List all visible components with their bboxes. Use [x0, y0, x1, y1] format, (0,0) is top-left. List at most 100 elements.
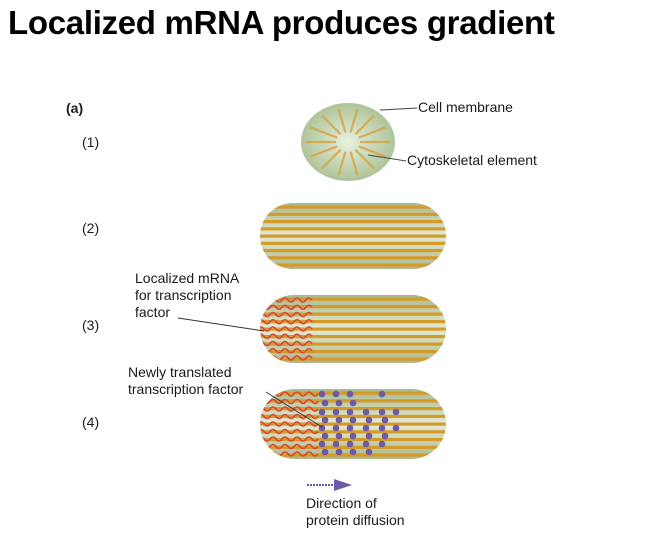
- elongated-cell-stage-2: [260, 203, 446, 269]
- protein-dot: [346, 424, 354, 432]
- cytoskeleton-spoke: [354, 114, 375, 135]
- cytoskeleton-fiber: [260, 438, 446, 442]
- protein-dot: [332, 440, 340, 448]
- mrna-strand: [260, 398, 319, 405]
- protein-dot: [321, 416, 329, 424]
- cytoskeleton-fiber: [260, 256, 446, 260]
- protein-dot: [335, 399, 343, 407]
- protein-dot: [392, 408, 400, 416]
- protein-dot: [332, 408, 340, 416]
- panel-label: (a): [66, 100, 84, 116]
- protein-dot: [318, 390, 326, 398]
- protein-dot: [335, 448, 343, 456]
- cytoskeleton-fiber: [260, 220, 446, 224]
- localized-mrna-label-line3: factor: [135, 304, 171, 320]
- cytoskeleton-spoke: [349, 108, 359, 133]
- mrna-strand: [260, 311, 313, 318]
- stage-3-label: (3): [82, 317, 100, 333]
- cytoskeleton-spoke: [358, 126, 387, 139]
- diffusion-label-line2: protein diffusion: [306, 512, 405, 528]
- cytoskeleton-spoke: [321, 149, 342, 170]
- protein-dot: [349, 399, 357, 407]
- protein-dot: [381, 416, 389, 424]
- transcription-factor-proteins: [318, 390, 400, 456]
- cytoskeleton-fiber: [260, 241, 446, 245]
- elongated-cell-stage-3: [260, 295, 446, 363]
- cytoskeleton-fiber: [260, 357, 446, 361]
- diffusion-arrow-icon: [307, 479, 352, 491]
- protein-dot: [318, 408, 326, 416]
- cell-membrane-leader: [379, 107, 418, 111]
- cytoskeletal-element-label: Cytoskeletal element: [407, 152, 537, 168]
- mrna-strand: [260, 421, 319, 427]
- cytoskeleton-fiber: [260, 407, 446, 411]
- protein-dot: [349, 448, 357, 456]
- cytoskeleton-fiber: [260, 312, 446, 316]
- protein-dot: [378, 408, 386, 416]
- mrna-strand: [260, 428, 319, 435]
- cytoskeletal-leader: [367, 154, 407, 162]
- cytoskeleton-spoke: [337, 151, 347, 176]
- mrna-strand: [260, 333, 313, 340]
- protein-dot: [381, 432, 389, 440]
- cytoskeleton-fiber: [260, 327, 446, 331]
- cytoskeleton-spoke: [337, 108, 347, 133]
- mrna-strand: [260, 304, 313, 311]
- cytoskeleton-fiber: [260, 320, 446, 324]
- protein-dot: [346, 440, 354, 448]
- new-tf-label-line1: Newly translated: [128, 364, 232, 380]
- stage-4-label: (4): [82, 414, 100, 430]
- cytoskeleton-fiber: [260, 212, 446, 216]
- protein-dot: [378, 424, 386, 432]
- new-tf-label-line2: transcription factor: [128, 381, 244, 397]
- protein-dot: [321, 448, 329, 456]
- cytoskeleton-spoke: [321, 114, 342, 135]
- protein-dot: [321, 399, 329, 407]
- mrna-strand: [260, 340, 313, 347]
- cytoskeleton-spoke: [358, 145, 387, 158]
- protein-dot: [365, 448, 373, 456]
- localized-mrna-leader: [177, 317, 265, 332]
- cytoskeleton-fiber: [260, 342, 446, 346]
- localized-mrna-label-line2: for transcription: [135, 287, 232, 303]
- cytoskeleton-fiber: [260, 430, 446, 434]
- protein-dot: [365, 416, 373, 424]
- cytoskeleton-fiber: [260, 335, 446, 339]
- protein-dot: [332, 390, 340, 398]
- protein-dot: [362, 408, 370, 416]
- protein-dot: [378, 390, 386, 398]
- mrna-strand: [260, 326, 313, 332]
- cytoskeleton-fiber: [260, 422, 446, 426]
- protein-dot: [378, 440, 386, 448]
- protein-dot: [318, 440, 326, 448]
- page-title: Localized mRNA produces gradient: [8, 4, 555, 41]
- stage-1-label: (1): [82, 134, 100, 150]
- mrna-strand: [260, 318, 313, 325]
- protein-dot: [362, 424, 370, 432]
- elongated-cell-stage-4: [260, 389, 446, 459]
- cytoskeleton-fiber: [260, 305, 446, 309]
- protein-dot: [335, 416, 343, 424]
- cytoskeleton-fiber: [260, 227, 446, 231]
- localized-mrna-label-line1: Localized mRNA: [135, 270, 240, 286]
- cytoskeleton-spoke: [309, 145, 338, 158]
- cytoskeleton-fiber: [260, 234, 446, 238]
- cytoskeleton-fiber: [260, 350, 446, 354]
- cytoskeleton-spoke: [349, 151, 359, 176]
- mrna-strand: [260, 436, 319, 442]
- mrna-strand: [260, 406, 319, 412]
- new-tf-leader: [265, 391, 323, 428]
- protein-dot: [362, 440, 370, 448]
- diffusion-label-line1: Direction of: [306, 495, 377, 511]
- cytoskeleton-spoke: [354, 149, 375, 170]
- protein-dot: [392, 424, 400, 432]
- protein-dot: [335, 432, 343, 440]
- cytoskeleton-fiber: [260, 263, 446, 267]
- cell-membrane-label: Cell membrane: [418, 99, 513, 115]
- cytoskeleton-fiber: [260, 297, 446, 301]
- cytoskeleton-fiber: [260, 205, 446, 209]
- protein-dot: [349, 416, 357, 424]
- cytoskeleton-spoke: [309, 126, 338, 139]
- protein-dot: [346, 390, 354, 398]
